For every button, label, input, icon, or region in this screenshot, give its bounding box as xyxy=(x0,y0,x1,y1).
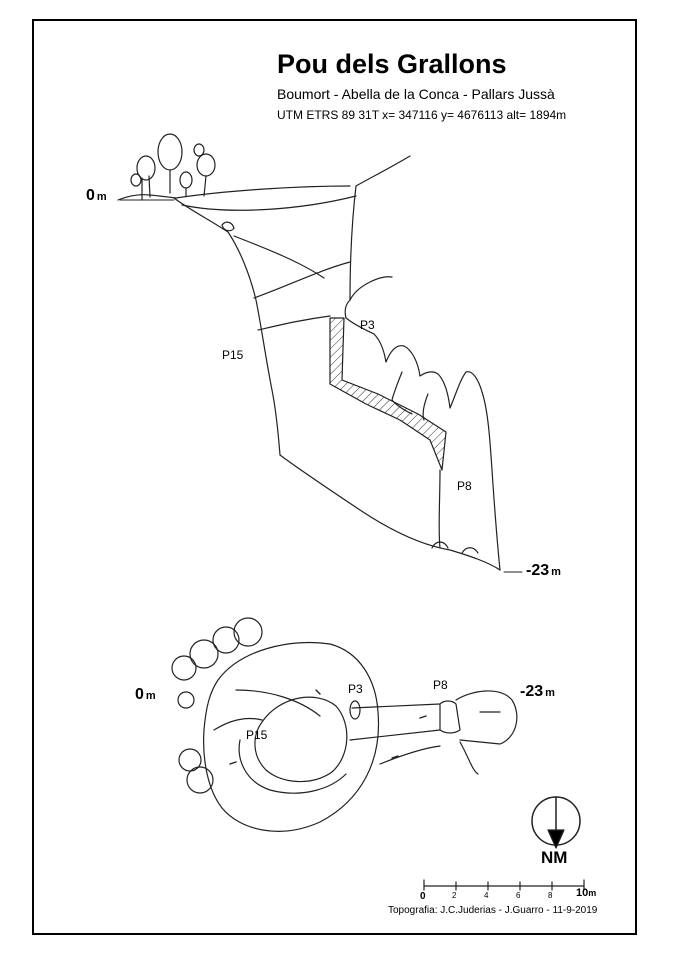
scale-tick-2: 2 xyxy=(452,891,457,900)
plan-label-p3: P3 xyxy=(348,682,363,696)
p15-pit xyxy=(254,696,348,783)
cave-left-wall xyxy=(173,197,281,456)
surface-trees xyxy=(117,133,351,201)
scale-bar xyxy=(423,879,585,891)
map-credits: Topografia: J.C.Juderias - J.Guarro - 11… xyxy=(388,905,598,916)
north-arrow-icon xyxy=(531,796,581,849)
hatched-ramp xyxy=(329,317,447,471)
map-frame xyxy=(32,19,637,935)
plan-end-depth-value: -23 xyxy=(520,683,544,700)
plan-bushes xyxy=(171,617,263,794)
plan-entrance-depth-unit: m xyxy=(145,690,156,702)
section-label-p8: P8 xyxy=(457,479,472,493)
scale-tick-6: 6 xyxy=(516,891,521,900)
map-coordinates: UTM ETRS 89 31T x= 347116 y= 4676113 alt… xyxy=(277,108,567,122)
plan-end-depth-unit: m xyxy=(545,687,555,699)
north-arrow-label: NM xyxy=(541,848,568,867)
section-label-p3: P3 xyxy=(360,318,375,332)
scale-tick-8: 8 xyxy=(548,891,553,900)
plan-label-p8: P8 xyxy=(433,678,448,692)
section-top-depth-unit: m xyxy=(96,191,107,203)
section-bottom-depth-unit: m xyxy=(551,566,561,578)
scale-tick-4: 4 xyxy=(484,891,489,900)
scale-unit: m xyxy=(588,888,597,898)
plan-entrance-depth-value: 0 xyxy=(135,686,144,703)
section-label-p15: P15 xyxy=(222,348,244,362)
plan-view xyxy=(171,617,518,832)
scale-tick-10: 10m xyxy=(576,887,596,899)
scale-tick-0: 0 xyxy=(420,891,426,902)
scale-tick-10-value: 10 xyxy=(576,887,589,899)
plan-label-p15: P15 xyxy=(246,728,268,742)
doline-outline xyxy=(203,641,380,832)
section-bottom-depth-value: -23 xyxy=(526,562,550,579)
section-view xyxy=(117,133,523,573)
map-subtitle: Boumort - Abella de la Conca - Pallars J… xyxy=(277,86,555,102)
map-title: Pou dels Grallons xyxy=(277,49,507,79)
section-top-depth-value: 0 xyxy=(86,187,95,204)
